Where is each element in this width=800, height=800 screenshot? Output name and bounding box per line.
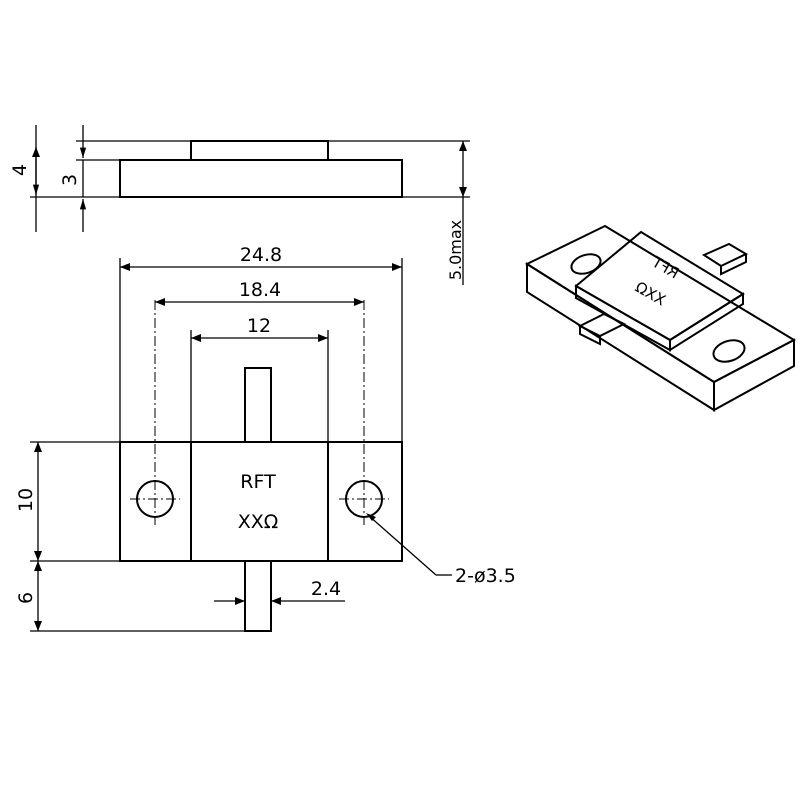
iso-hole-right bbox=[712, 339, 746, 363]
dim-label-12: 12 bbox=[247, 315, 271, 337]
dim-label-3: 3 bbox=[59, 174, 81, 186]
side-view-cap bbox=[190, 140, 329, 161]
side-view: 4 3 5.0max bbox=[9, 125, 470, 285]
front-view-top-lead bbox=[244, 367, 272, 443]
iso-flange-front bbox=[526, 262, 715, 412]
front-marking-line1: RFT bbox=[240, 471, 276, 493]
dim-label-4: 4 bbox=[9, 164, 31, 176]
dim-hole-spacing: 18.4 bbox=[155, 279, 364, 306]
dim-side-height-base: 3 bbox=[59, 125, 87, 232]
iso-marking-line2: XXΩ bbox=[632, 278, 669, 310]
iso-body-side bbox=[669, 292, 744, 352]
front-view-body bbox=[190, 441, 329, 562]
dim-side-height-total: 4 bbox=[9, 125, 40, 232]
dim-label-2-4: 2.4 bbox=[311, 578, 341, 600]
dim-body-width: 12 bbox=[191, 315, 328, 342]
hole-callout-label: 2-ø3.5 bbox=[455, 565, 516, 587]
front-marking-line2: XXΩ bbox=[238, 511, 279, 533]
dim-label-5max: 5.0max bbox=[446, 220, 465, 280]
hole-callout: 2-ø3.5 bbox=[366, 513, 516, 587]
iso-front-lead bbox=[577, 312, 627, 338]
dim-label-6: 6 bbox=[15, 592, 37, 604]
dim-label-24-8: 24.8 bbox=[240, 244, 282, 266]
iso-marking-line1: RFT bbox=[648, 252, 682, 282]
dim-flange-height: 10 bbox=[15, 442, 42, 561]
front-view-bottom-lead bbox=[244, 560, 272, 632]
dim-lead-length: 6 bbox=[15, 561, 42, 631]
side-view-flange bbox=[119, 159, 403, 198]
isometric-view: RFT XXΩ bbox=[524, 224, 797, 412]
iso-hole-left bbox=[570, 253, 602, 275]
dim-label-18-4: 18.4 bbox=[239, 279, 281, 301]
dim-max-height: 5.0max bbox=[446, 141, 467, 285]
dim-width-overall: 24.8 bbox=[120, 244, 402, 271]
dim-label-10: 10 bbox=[15, 488, 37, 512]
dim-lead-width: 2.4 bbox=[214, 578, 345, 605]
front-view: RFT XXΩ 24.8 18.4 12 bbox=[15, 244, 516, 632]
iso-back-lead bbox=[701, 242, 749, 268]
front-view-flange bbox=[119, 441, 403, 562]
iso-flange-side bbox=[713, 338, 795, 412]
